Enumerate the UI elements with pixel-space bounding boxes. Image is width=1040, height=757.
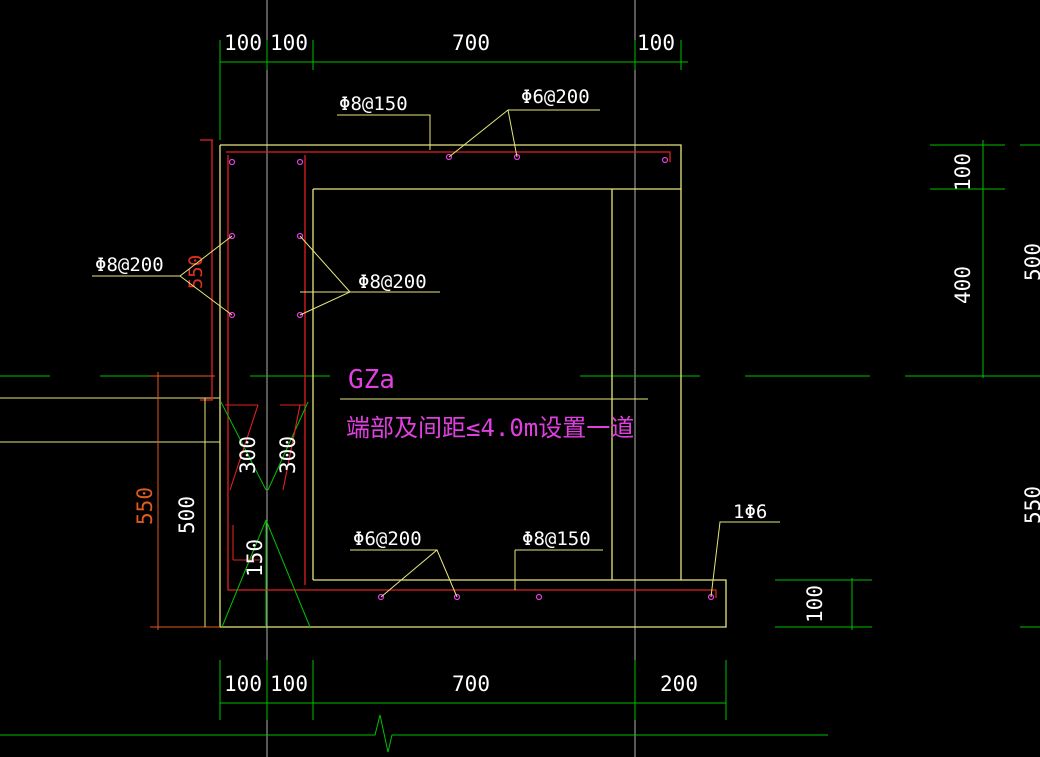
wall-band — [0, 397, 220, 443]
right-dimension-chain — [775, 140, 1040, 630]
rebar-label-left-outer: Φ8@200 — [95, 254, 164, 276]
inner-hatch — [220, 401, 311, 628]
grid-lines — [266, 0, 636, 757]
bottom-dim-3: 700 — [452, 672, 490, 696]
bottom-right-dim-100: 100 — [803, 585, 827, 623]
bottom-dim-1: 100 — [224, 672, 262, 696]
top-dim-4: 100 — [637, 31, 675, 55]
rebar-leaders — [92, 109, 780, 598]
right-dim-550: 550 — [1021, 486, 1040, 524]
rebar-lines — [200, 139, 717, 598]
top-dim-3: 700 — [452, 31, 490, 55]
element-name: GZa — [348, 365, 395, 395]
inner-dim-300-a: 300 — [236, 436, 260, 474]
rebar-label-top-left: Φ8@150 — [339, 93, 408, 115]
left-red-dim: 550 — [185, 255, 207, 289]
rebar-label-left-inner: Φ8@200 — [358, 271, 427, 293]
top-dim-1: 100 — [224, 31, 262, 55]
right-dim-400: 400 — [951, 266, 975, 304]
left-dim-500: 500 — [175, 496, 199, 534]
top-dim-2: 100 — [270, 31, 308, 55]
rebar-label-end-bar: 1Φ6 — [733, 501, 767, 523]
red-inner-ticks — [225, 404, 305, 561]
bottom-dimension-chain — [0, 660, 828, 753]
rebar-dots — [228, 153, 715, 601]
left-dimension-chain — [150, 372, 220, 630]
right-dim-100: 100 — [951, 153, 975, 191]
element-note: 端部及间距≤4.0m设置一道 — [346, 414, 634, 442]
right-dim-500: 500 — [1021, 243, 1040, 281]
inner-dim-300-b: 300 — [276, 436, 300, 474]
bottom-dim-4: 200 — [660, 672, 698, 696]
rebar-label-top-right: Φ6@200 — [521, 86, 590, 108]
inner-dim-150: 150 — [243, 539, 267, 577]
rebar-label-bottom-left: Φ6@200 — [353, 528, 422, 550]
section-outline — [219, 144, 727, 628]
left-dim-550: 550 — [133, 487, 157, 525]
bottom-dim-2: 100 — [270, 672, 308, 696]
rebar-label-bottom-right: Φ8@150 — [522, 528, 591, 550]
top-dimension-chain — [219, 40, 688, 140]
